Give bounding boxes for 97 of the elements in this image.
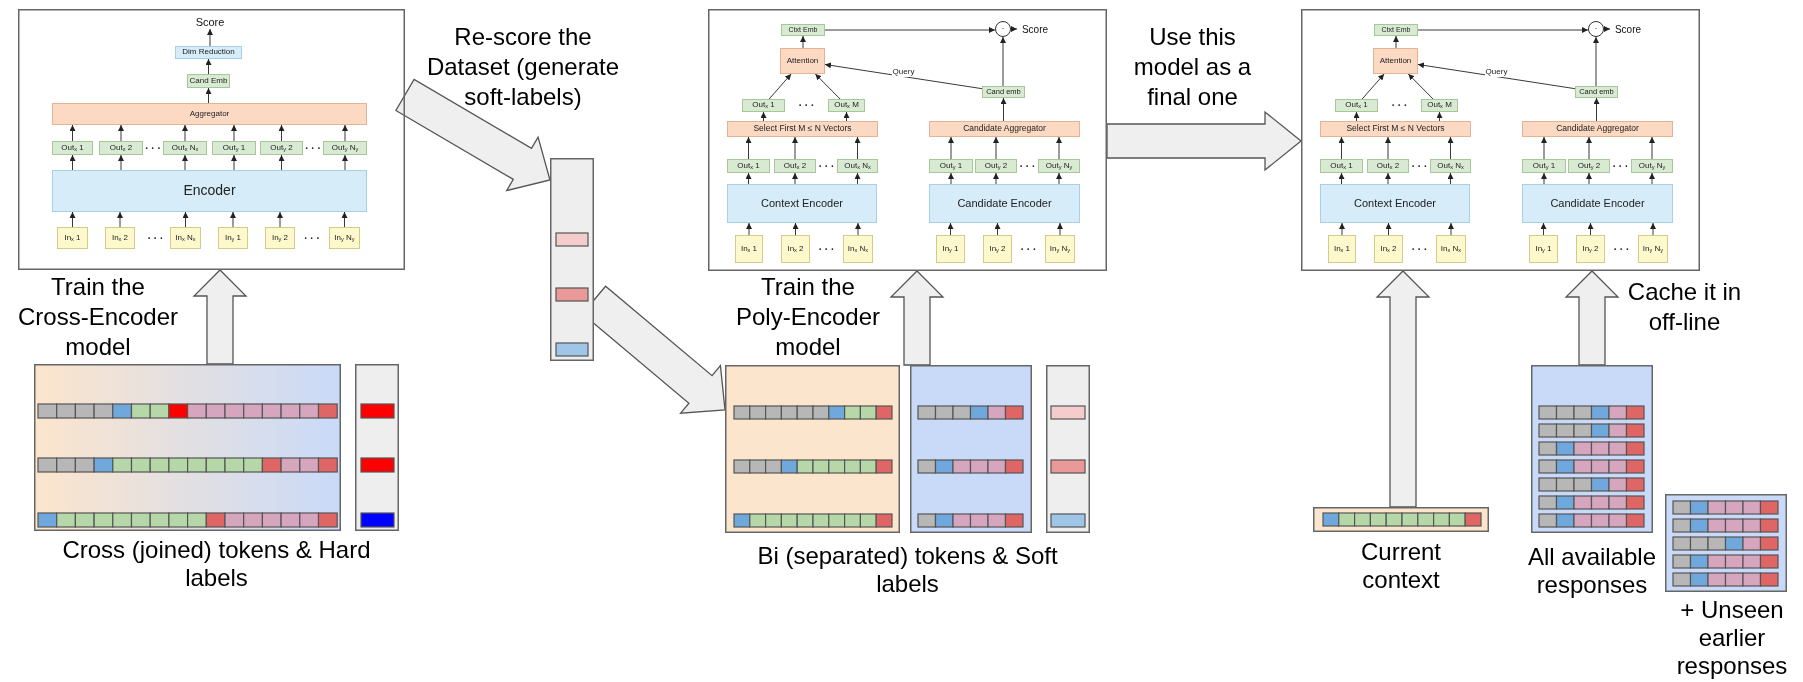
node-label: Bi (separated) tokens & Soft labels: [756, 542, 1059, 598]
node-label: + Unseen earlier responses: [1675, 596, 1789, 680]
vector-box: Out$_{y}$ 1: [1522, 159, 1566, 173]
vector-box: Out$_{y}$ 2: [1568, 159, 1610, 173]
block-arrow: [192, 269, 248, 365]
score-label: Score: [1017, 22, 1053, 36]
input-box: In$_{x}$ 2: [781, 235, 810, 263]
model-panel: [708, 9, 1107, 271]
input-box: In$_{y}$ N$_{y}$: [1638, 235, 1668, 263]
block-arrow: [1375, 270, 1431, 508]
process-box: Candidate Aggregator: [1522, 121, 1673, 137]
input-box: In$_{y}$ 1: [218, 227, 248, 249]
vector-box: Out$_{y}$ 2: [260, 141, 303, 155]
vector-box: Out$_{x}$ 1: [742, 99, 785, 112]
vector-box: Out$_{x}$ M: [1421, 99, 1458, 112]
ellipsis: · · ·: [1410, 159, 1429, 173]
process-box: Aggregator: [52, 103, 367, 125]
ellipsis: · · ·: [1019, 242, 1038, 256]
process-box: Candidate Encoder: [1522, 184, 1673, 223]
ellipsis: · · ·: [304, 141, 322, 155]
edge-label: Cache it in off-line: [1626, 277, 1743, 337]
input-box: In$_{y}$ N$_{y}$: [1045, 235, 1075, 263]
ellipsis: · · ·: [144, 141, 162, 155]
input-box: In$_{x}$ 1: [735, 235, 763, 263]
ellipsis: · · ·: [1410, 242, 1429, 256]
vector-box: Out$_{y}$ N$_{y}$: [1038, 159, 1080, 173]
label-column: [550, 158, 594, 361]
ellipsis: · · ·: [1390, 99, 1409, 112]
input-box: In$_{x}$ 1: [1328, 235, 1356, 263]
vector-box: Cand Emb: [187, 74, 230, 88]
model-panel: [18, 9, 405, 270]
block-arrow: [1564, 270, 1620, 366]
input-box: In$_{x}$ N$_{x}$: [170, 227, 201, 249]
vector-box: Out$_{x}$ 1: [1320, 159, 1363, 173]
block-arrow: [1106, 110, 1303, 172]
input-box: In$_{x}$ 2: [105, 227, 135, 249]
process-box: Select First M ≤ N Vectors: [727, 121, 878, 137]
input-box: In$_{x}$ 1: [57, 227, 88, 249]
node-label: Current context: [1360, 538, 1442, 594]
process-box: Select First M ≤ N Vectors: [1320, 121, 1471, 137]
ellipsis: · · ·: [817, 242, 836, 256]
process-box: Encoder: [52, 170, 367, 212]
vector-box: Out$_{x}$ 1: [52, 141, 93, 155]
vector-box: Out$_{y}$ 1: [212, 141, 256, 155]
node-label: All available responses: [1526, 543, 1658, 599]
edge-label: Train the Cross-Encoder model: [16, 272, 180, 362]
ellipsis: · · ·: [303, 231, 321, 245]
vector-box: Out$_{x}$ 2: [99, 141, 143, 155]
input-box: In$_{y}$ 1: [936, 235, 965, 263]
ellipsis: · · ·: [146, 231, 165, 245]
process-box: Attention: [780, 48, 825, 74]
input-box: In$_{y}$ N$_{y}$: [329, 227, 360, 249]
vector-box: Out$_{x}$ 1: [727, 159, 770, 173]
vector-box: Out$_{y}$ N$_{y}$: [323, 141, 367, 155]
block-arrow: [395, 78, 551, 192]
process-box: Attention: [1373, 48, 1418, 74]
input-box: In$_{x}$ 2: [1374, 235, 1403, 263]
block-arrow: [889, 270, 945, 366]
vector-box: Out$_{y}$ N$_{y}$: [1631, 159, 1673, 173]
process-box: Context Encoder: [727, 184, 877, 223]
score-label: Score: [1610, 22, 1646, 36]
process-box: Context Encoder: [1320, 184, 1470, 223]
operator-circle: ·: [1588, 21, 1604, 37]
edge-label: Use this model as a final one: [1132, 22, 1253, 112]
arrow: [1010, 26, 1018, 32]
process-box: Dim Reduction: [175, 46, 242, 59]
process-box: Candidate Encoder: [929, 184, 1080, 223]
process-box: Candidate Aggregator: [929, 121, 1080, 137]
edge-label: Train the Poly-Encoder model: [734, 272, 882, 362]
edge-label: Re-score the Dataset (generate soft-labels): [425, 22, 621, 112]
input-box: In$_{y}$ 2: [265, 227, 295, 249]
input-box: In$_{x}$ N$_{x}$: [1436, 235, 1466, 263]
edge-label: Query: [891, 68, 916, 77]
input-box: In$_{y}$ 2: [1576, 235, 1605, 263]
vector-box: Out$_{x}$ N$_{x}$: [837, 159, 878, 173]
input-box: In$_{x}$ N$_{x}$: [843, 235, 873, 263]
vector-box: Out$_{y}$ 2: [975, 159, 1017, 173]
node-label: Cross (joined) tokens & Hard labels: [61, 536, 372, 592]
ellipsis: · · ·: [797, 99, 816, 112]
operator-circle: ·: [995, 21, 1011, 37]
score-label: Score: [193, 15, 227, 29]
vector-box: Out$_{x}$ N$_{x}$: [163, 141, 207, 155]
ellipsis: · · ·: [817, 159, 836, 173]
vector-box: Out$_{x}$ 2: [774, 159, 816, 173]
edge-label: Query: [1484, 68, 1509, 77]
arrow: [1603, 26, 1611, 32]
ellipsis: · · ·: [1611, 159, 1630, 173]
input-box: In$_{y}$ 1: [1529, 235, 1558, 263]
model-panel: [1301, 9, 1700, 271]
input-box: In$_{y}$ 2: [983, 235, 1012, 263]
vector-box: Out$_{x}$ 2: [1367, 159, 1409, 173]
vector-box: Out$_{x}$ 1: [1335, 99, 1378, 112]
vector-box: Out$_{x}$ M: [828, 99, 865, 112]
vector-box: Out$_{x}$ N$_{x}$: [1430, 159, 1471, 173]
vector-box: Out$_{y}$ 1: [929, 159, 973, 173]
ellipsis: · · ·: [1018, 159, 1037, 173]
ellipsis: · · ·: [1612, 242, 1631, 256]
